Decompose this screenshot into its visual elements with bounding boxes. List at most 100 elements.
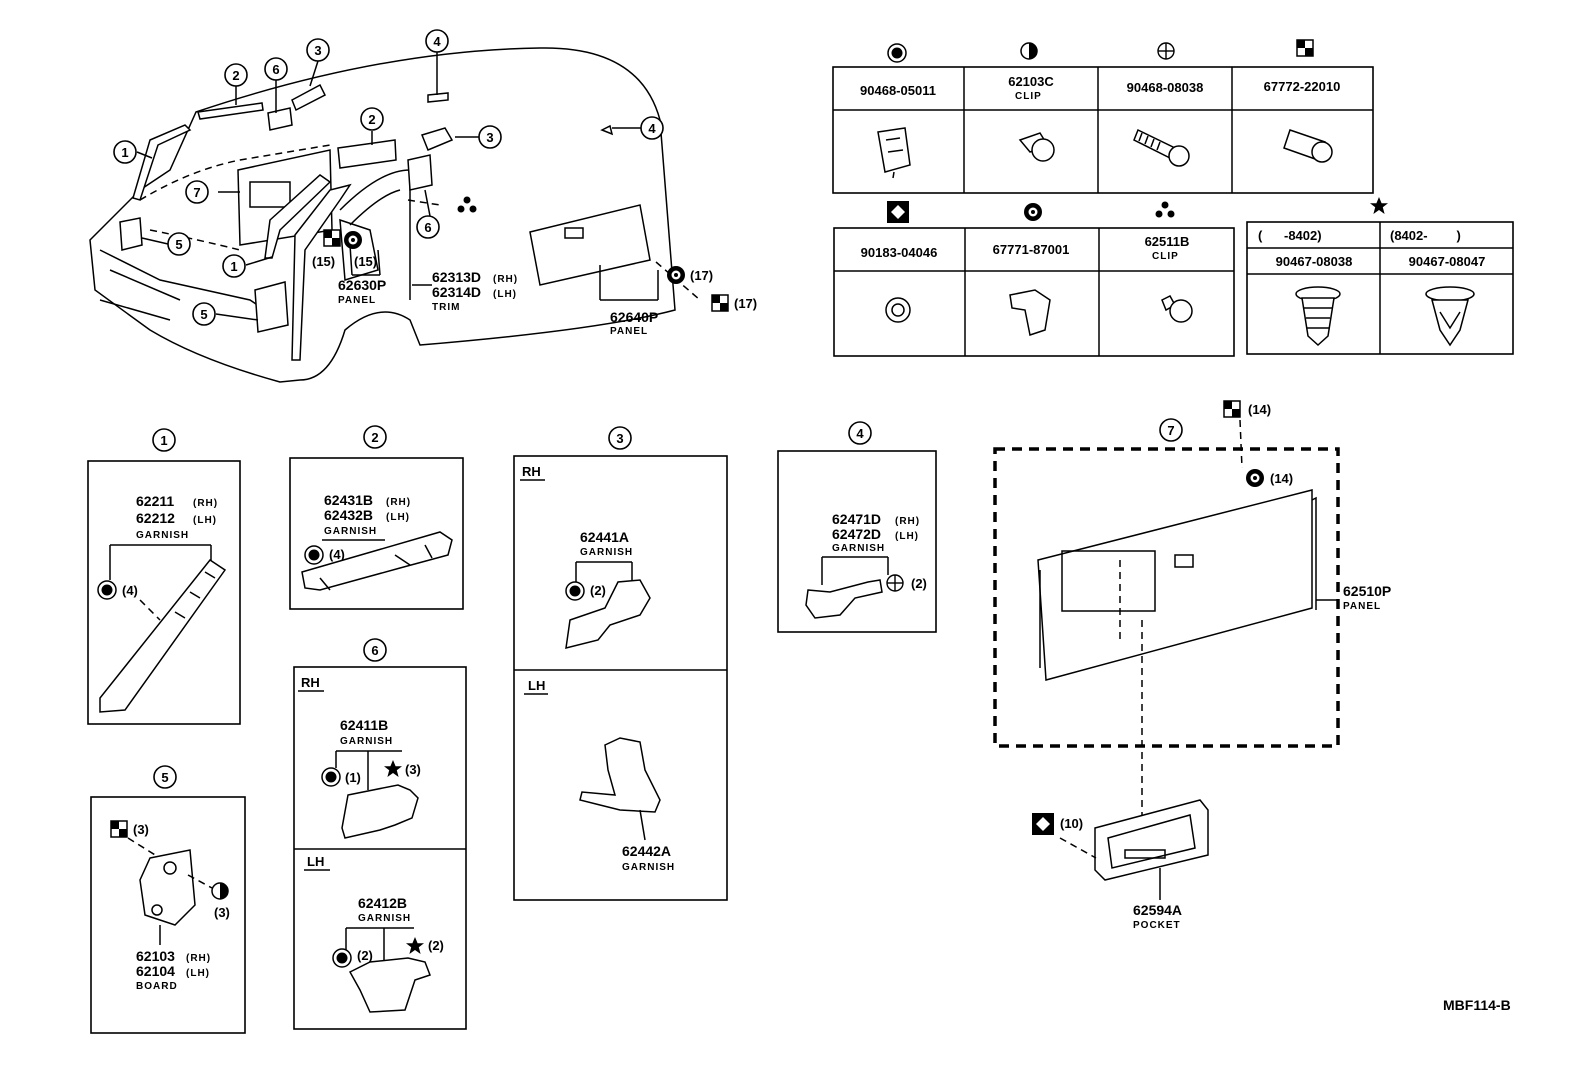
svg-text:1: 1 <box>121 145 128 160</box>
svg-text:6: 6 <box>424 220 431 235</box>
detail-6: 6 RH 62411B GARNISH (1) (3) LH 62412B GA… <box>293 638 467 1030</box>
checker-square-icon <box>323 229 341 247</box>
detail-2: 2 62431B (RH) 62432B (LH) GARNISH (4) <box>289 425 464 610</box>
overview-qty-15b: (15) <box>354 254 377 269</box>
detail-2-rh-number: 62431B <box>324 492 373 508</box>
trim-lh-suffix: (LH) <box>493 289 517 300</box>
circle-plus-icon <box>886 574 904 592</box>
svg-text:4: 4 <box>433 34 441 49</box>
detail-1-rh-number: 62211 <box>136 493 174 509</box>
clip-drawing-1 <box>877 127 911 179</box>
detail-3-callout: 3 <box>616 431 623 446</box>
fastener-90468-05011: 90468-05011 <box>860 83 936 98</box>
ring-icon <box>1246 469 1264 487</box>
detail-5-lh-suffix: (LH) <box>186 968 210 979</box>
detail-2-lh-number: 62432B <box>324 507 373 523</box>
fastener-62103c: 62103C <box>1008 74 1054 89</box>
detail-2-lh-suffix: (LH) <box>386 512 410 523</box>
fastener-90183-04046: 90183-04046 <box>861 245 938 260</box>
detail-7-callout: 7 <box>1167 423 1174 438</box>
callout-2b: 2 <box>360 107 384 131</box>
fastener-90467-08038: 90467-08038 <box>1276 254 1353 269</box>
detail-2-callout: 2 <box>371 430 378 445</box>
detail-6-rh-qty-b: (3) <box>405 762 421 777</box>
panel-62640p-number: 62640P <box>610 309 658 325</box>
filled-circle-icon <box>887 43 907 63</box>
filled-circle-icon <box>321 767 341 787</box>
detail-3-rh-qty: (2) <box>590 583 606 598</box>
detail-4-rh-suffix: (RH) <box>895 516 920 527</box>
detail-7-pocket-number: 62594A <box>1133 902 1182 918</box>
detail-1-qty: (4) <box>122 583 138 598</box>
detail-4-callout: 4 <box>856 426 864 441</box>
panel-62640p-desc: PANEL <box>610 326 648 337</box>
ring-icon <box>1024 203 1042 221</box>
circle-plus-icon <box>1157 42 1175 60</box>
detail-7: 7 (14) (14) 62510P PANEL (10) 62594A POC… <box>993 400 1391 931</box>
callout-6b: 6 <box>416 215 440 239</box>
trim-lh-number: 62314D <box>432 284 481 300</box>
callout-3a: 3 <box>306 38 330 62</box>
detail-3-lh-number: 62442A <box>622 843 671 859</box>
vehicle-overview <box>89 47 701 383</box>
detail-1: 1 62211 (RH) 62212 (LH) GARNISH (4) <box>87 428 241 725</box>
fastener-67772-22010: 67772-22010 <box>1264 79 1341 94</box>
star-icon <box>406 937 424 954</box>
detail-1-desc: GARNISH <box>136 530 189 541</box>
detail-6-lh-number: 62412B <box>358 895 407 911</box>
detail-6-lh-label: LH <box>307 854 324 869</box>
fastener-67771-87001: 67771-87001 <box>993 242 1070 257</box>
clip-drawing-62511b <box>1161 295 1193 323</box>
detail-2-rh-suffix: (RH) <box>386 497 411 508</box>
detail-6-rh-qty-a: (1) <box>345 770 361 785</box>
half-circle-icon <box>211 882 229 900</box>
detail-7-pocket-desc: POCKET <box>1133 920 1181 931</box>
detail-1-lh-number: 62212 <box>136 510 175 526</box>
detail-6-rh-desc: GARNISH <box>340 736 393 747</box>
panel-62630p-desc: PANEL <box>338 295 376 306</box>
detail-1-rh-suffix: (RH) <box>193 498 218 509</box>
detail-7-panel-number: 62510P <box>1343 583 1391 599</box>
overview-qty-15a: (15) <box>312 254 335 269</box>
trim-desc: TRIM <box>432 302 460 313</box>
star-range-left: ( -8402) <box>1258 228 1322 243</box>
detail-2-qty: (4) <box>329 547 345 562</box>
detail-4-rh-number: 62471D <box>832 511 881 527</box>
trim-rh-suffix: (RH) <box>493 274 518 285</box>
checker-square-icon <box>110 820 128 838</box>
panel-62630p-number: 62630P <box>338 277 386 293</box>
star-icon <box>1370 197 1388 214</box>
detail-3-lh-desc: GARNISH <box>622 862 675 873</box>
svg-text:2: 2 <box>232 68 239 83</box>
filled-circle-icon <box>332 948 352 968</box>
detail-3-rh-number: 62441A <box>580 529 629 545</box>
filled-circle-icon <box>304 545 324 565</box>
ring-icon <box>344 231 362 249</box>
fastener-62103c-desc: CLIP <box>1015 91 1042 102</box>
push-rivet-drawing-1 <box>1295 286 1341 347</box>
star-range-right: (8402- ) <box>1390 228 1461 243</box>
svg-text:3: 3 <box>314 43 321 58</box>
detail-1-lh-suffix: (LH) <box>193 515 217 526</box>
detail-4-lh-number: 62472D <box>832 526 881 542</box>
detail-5-lh-number: 62104 <box>136 963 175 979</box>
detail-6-lh-qty-b: (2) <box>428 938 444 953</box>
detail-5-qty-b: (3) <box>214 905 230 920</box>
three-dot-icon <box>1155 201 1175 218</box>
callout-1a: 1 <box>113 140 137 164</box>
detail-5: 5 (3) (3) 62103 (RH) 62104 (LH) BOARD <box>90 765 246 1034</box>
diamond-square-icon <box>887 201 909 223</box>
callout-4b: 4 <box>640 116 664 140</box>
callout-5b: 5 <box>192 302 216 326</box>
detail-3-rh-desc: GARNISH <box>580 547 633 558</box>
detail-5-qty-a: (3) <box>133 822 149 837</box>
checker-square-icon <box>1296 39 1314 57</box>
screw-drawing-3 <box>1133 128 1190 167</box>
callout-1b: 1 <box>222 254 246 278</box>
nut-drawing <box>885 297 911 323</box>
half-circle-icon <box>1020 42 1038 60</box>
overview-callouts: 1 7 1 2 6 3 4 2 3 6 4 5 5 <box>113 29 664 326</box>
detail-6-rh-label: RH <box>301 675 320 690</box>
svg-text:2: 2 <box>368 112 375 127</box>
svg-text:7: 7 <box>193 185 200 200</box>
